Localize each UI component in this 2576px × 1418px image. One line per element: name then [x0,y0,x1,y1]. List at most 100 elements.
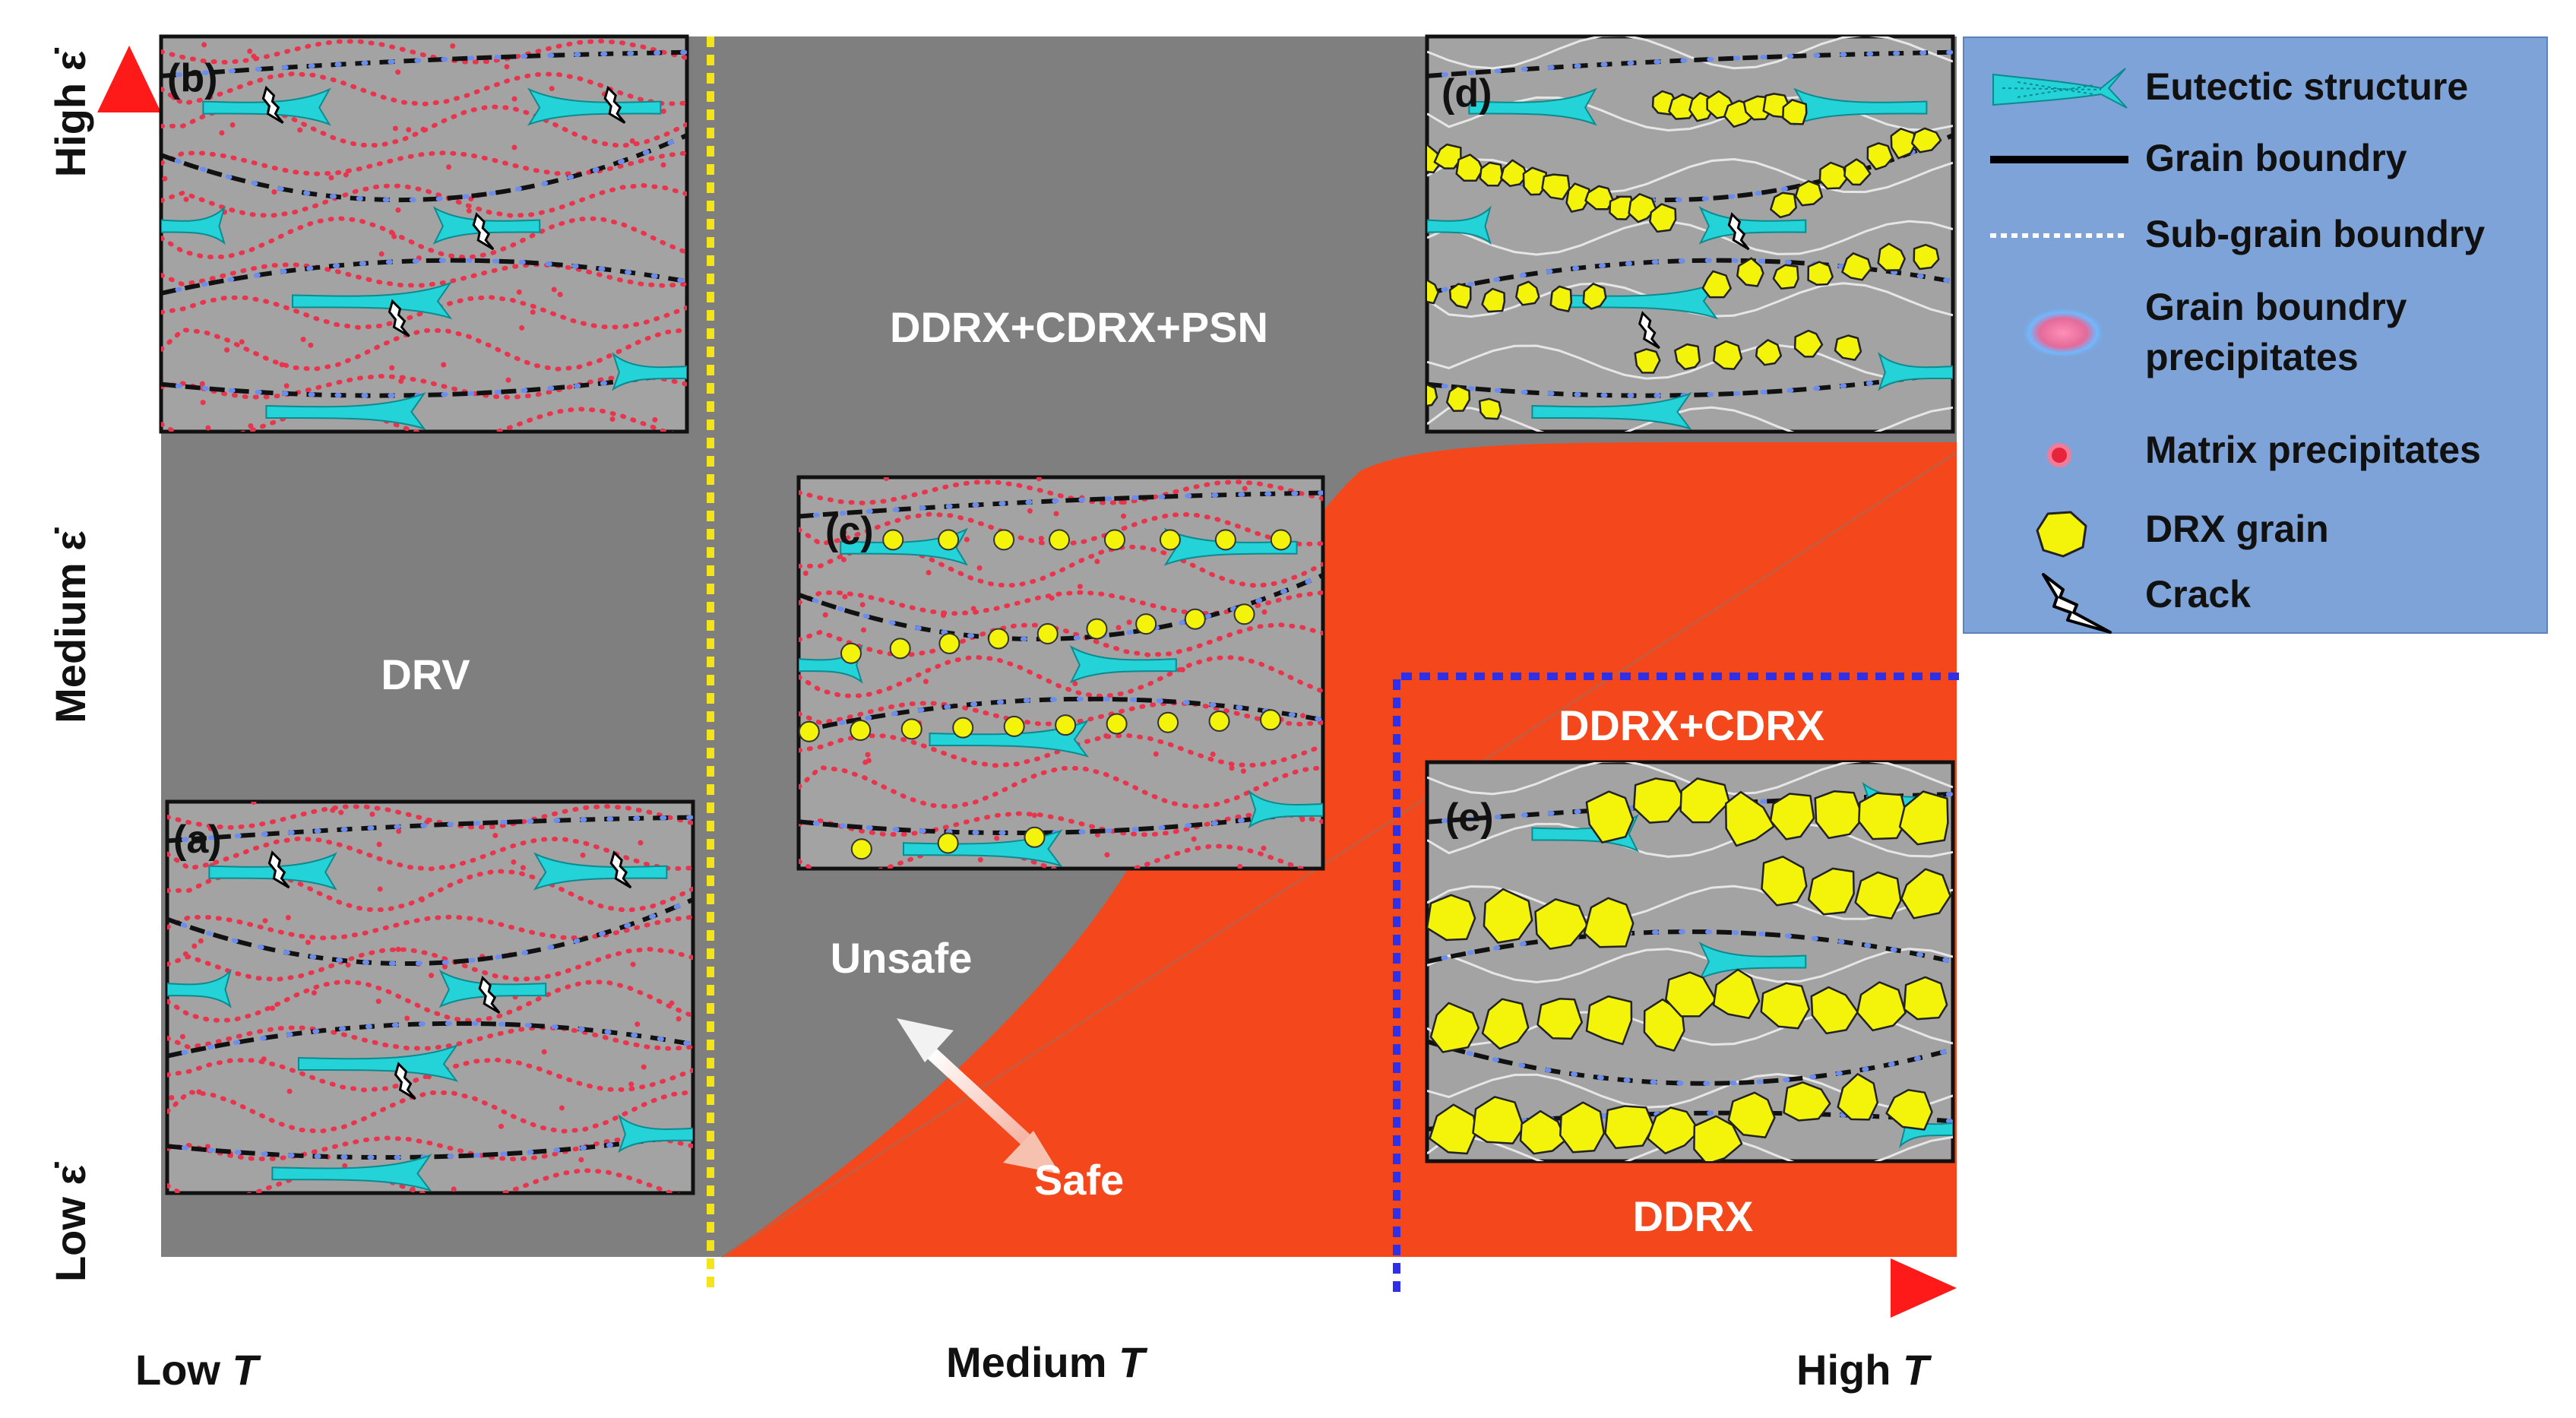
grain-boundary [799,807,1323,836]
drx-grain-icon [1036,623,1059,644]
matrix-precipitate [1300,713,1306,719]
grain-boundary-precipitate-icon [2021,307,2106,359]
drx-grain-icon [1585,995,1633,1046]
eutectic-structure-icon [1531,814,1640,853]
grain-boundary [799,696,1323,734]
matrix-precipitate [628,1081,635,1087]
matrix-precipitate [345,962,351,968]
matrix-precipitate [389,365,395,371]
drx-grain-icon [1769,793,1815,840]
drx-grain-icon [2036,511,2087,558]
x-axis-label-high: High T [1796,1346,1932,1394]
matrix-precipitate [391,233,397,239]
matrix-precipitate [1126,619,1132,625]
grain-boundary [167,815,693,844]
x-axis-arrowhead [1891,1258,1957,1318]
crack-icon [1727,212,1750,251]
drx-grain-icon [1429,1002,1480,1053]
drx-grain-icon [1448,283,1472,309]
drx-grain-icon [1794,180,1824,207]
matrix-precipitate [262,918,268,924]
matrix-precipitate [1237,863,1243,869]
drx-grain-icon [850,720,872,742]
drx-grain-icon [1103,529,1125,551]
matrix-precipitate [498,1123,505,1129]
matrix-precipitate [196,1089,202,1095]
drx-grain-icon [1665,971,1717,1018]
matrix-precipitate [392,125,398,131]
matrix-precipitate [802,570,809,576]
matrix-precipitate [520,865,526,871]
drx-grain-icon [1427,383,1438,407]
legend-box: Eutectic structure Grain boundry Sub-gra… [1963,36,2548,634]
sub-grain-boundary [1427,762,1953,796]
matrix-precipitate [1217,635,1223,641]
matrix-precipitate [162,176,168,182]
region-label-drv: DRV [381,650,470,698]
panel-label-e: (e) [1445,796,1494,840]
drx-grain-icon [938,529,960,551]
eutectic-structure-icon [1698,206,1807,245]
drx-grain-icon [1445,385,1471,413]
matrix-precipitate [1103,733,1109,739]
legend-label-gb-precipitates-line1: Grain boundry [2145,286,2407,328]
matrix-precipitate [271,189,277,195]
y-axis-label-low: Low ε̇ [46,1162,94,1282]
matrix-precipitate [205,425,211,431]
crack-icon [394,1062,416,1100]
matrix-precipitate-row [799,764,1323,809]
matrix-precipitate [516,289,522,295]
matrix-precipitate [559,1105,565,1111]
matrix-precipitate [635,1021,641,1027]
drx-grain-icon [1649,203,1677,233]
drx-grain-icon [850,838,872,860]
matrix-precipitate-row [161,38,687,65]
matrix-precipitate [669,1000,675,1006]
drx-grain-icon [1841,252,1872,281]
matrix-precipitate [609,416,616,423]
eutectic-structure-icon [1698,942,1807,980]
matrix-precipitate [1031,812,1037,818]
matrix-precipitate [169,1094,175,1100]
matrix-precipitate [183,196,189,202]
matrix-precipitate [219,130,225,136]
panel-label-a: (a) [173,818,222,862]
legend-label-grain-boundary: Grain boundry [2145,137,2407,179]
drx-grain-icon [1519,1109,1567,1155]
matrix-precipitate [883,477,889,482]
matrix-precipitate [283,383,290,389]
matrix-precipitate [269,1005,275,1011]
drx-grain-icon [1559,1101,1606,1154]
matrix-precipitate [492,832,498,838]
drx-grain-icon [952,717,974,739]
drx-grain-icon [1159,529,1181,551]
matrix-precipitate [343,172,349,178]
matrix-precipitate [860,627,866,633]
drx-grain-icon [1890,128,1916,160]
crack-icon [388,299,410,337]
eutectic-structure-icon [1248,789,1323,829]
drx-grain-icon [1668,93,1698,120]
drx-grain-icon [1898,790,1949,846]
drx-grain-icon [1483,888,1533,944]
matrix-precipitate-row [799,654,1323,699]
matrix-precipitate [450,43,456,49]
eutectic-structure-icon [292,281,453,320]
matrix-precipitate [1240,768,1246,774]
microstructure-panel-a [165,799,695,1195]
drx-grain-icon [1024,826,1046,848]
drx-grain-icon [1903,976,1948,1021]
drx-grain-icon [1755,339,1783,366]
drx-grain-icon [1793,329,1824,358]
eutectic-structure-icon [1069,644,1177,684]
matrix-precipitate [369,811,375,817]
eutectic-structure-icon [1531,391,1692,430]
matrix-precipitate [976,565,983,571]
grain-boundary [1427,1039,1953,1086]
matrix-precipitate-row [161,182,687,218]
drx-grain-icon [1481,998,1530,1050]
drx-grain-icon [1810,986,1859,1035]
matrix-precipitate [396,828,402,834]
matrix-precipitate [519,324,525,331]
drx-grain-icon [1135,613,1157,635]
